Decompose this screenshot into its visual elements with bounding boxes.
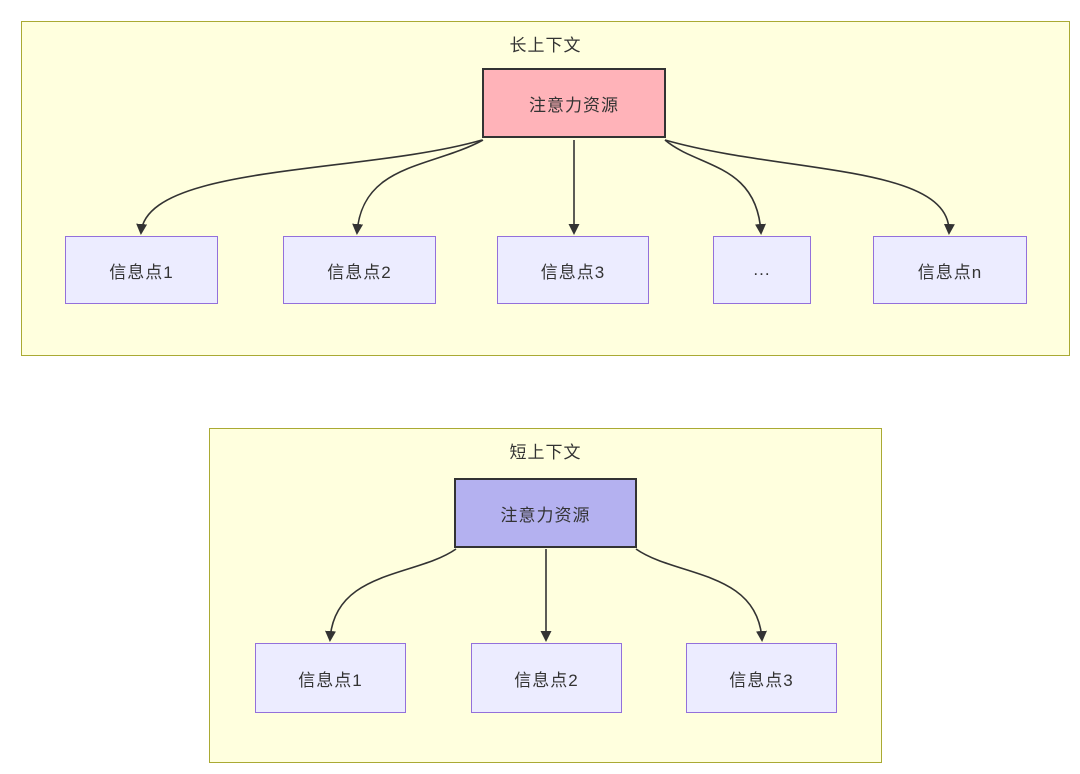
long-context-title: 长上下文: [509, 36, 582, 55]
info-point-3-node-short: 信息点3: [686, 643, 837, 713]
info-point-1-node-long: 信息点1: [65, 236, 218, 304]
info-point-ellipsis-node-long: ...: [713, 236, 811, 304]
attention-resource-node-long: 注意力资源: [482, 68, 666, 138]
info-point-2-node-long: 信息点2: [283, 236, 436, 304]
attention-resource-node-short: 注意力资源: [454, 478, 637, 548]
info-point-3-node-long: 信息点3: [497, 236, 649, 304]
info-point-2-node-short: 信息点2: [471, 643, 622, 713]
short-context-title: 短上下文: [509, 443, 582, 462]
info-point-n-node-long: 信息点n: [873, 236, 1027, 304]
info-point-1-node-short: 信息点1: [255, 643, 406, 713]
